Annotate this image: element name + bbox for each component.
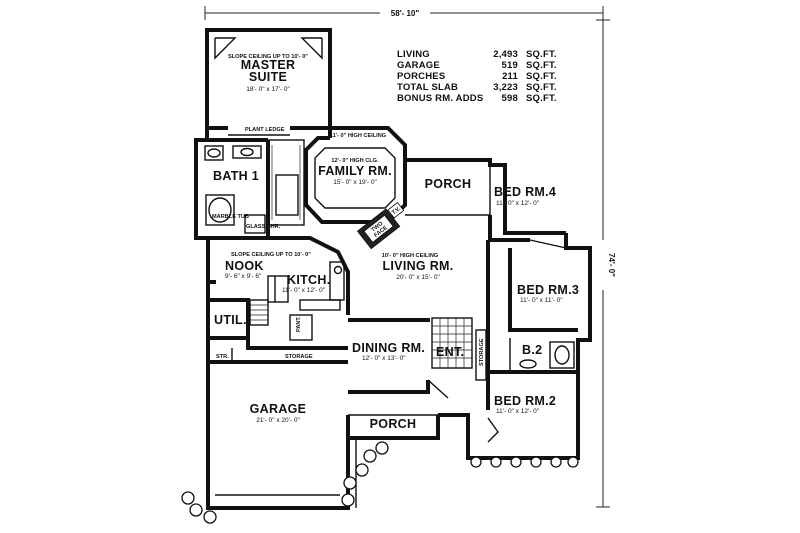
storage-strip: STR. STORAGE bbox=[208, 348, 348, 364]
master-label-1: MASTER bbox=[241, 58, 296, 72]
room-kitchen: KITCH. 11'- 0" x 12'- 0" bbox=[267, 236, 350, 315]
utility-area: UTIL. PANT. bbox=[206, 298, 348, 350]
depth-label: 74'- 0" bbox=[607, 253, 616, 277]
room-nook: SLOPE CEILING UP TO 10'- 0" NOOK 9'- 6" … bbox=[208, 252, 311, 284]
dimension-width: 58'- 10" bbox=[204, 6, 604, 20]
stat-value: 598 bbox=[502, 93, 518, 104]
room-bath-2: B.2 bbox=[486, 240, 578, 410]
porch-front-label: PORCH bbox=[370, 417, 417, 431]
stat-value: 519 bbox=[502, 60, 518, 71]
bath2-label: B.2 bbox=[522, 343, 542, 357]
pantry-label: PANT. bbox=[296, 316, 302, 332]
room-living: 10'- 0" HIGH CEILING LIVING RM. 20'- 0" … bbox=[348, 253, 453, 322]
dining-label: DINING RM. bbox=[352, 341, 425, 355]
bed2-label: BED RM.2 bbox=[494, 394, 556, 408]
dining-size: 12'- 0" x 13'- 0" bbox=[362, 355, 406, 362]
kitchen-label: KITCH. bbox=[287, 273, 330, 287]
plant-ledge-area: PLANT LEDGE bbox=[207, 126, 330, 226]
storage-label: STORAGE bbox=[285, 354, 313, 360]
garage-size: 21'- 0" x 20'- 0" bbox=[256, 417, 300, 424]
family-label: FAMILY RM. bbox=[318, 164, 392, 178]
bed3-label: BED RM.3 bbox=[517, 283, 579, 297]
family-ceiling-note: 11'- 0" HIGH CEILING bbox=[330, 133, 386, 139]
stat-unit: SQ.FT. bbox=[526, 71, 557, 82]
marble-tub-label: MARBLE TUB bbox=[212, 214, 249, 220]
bed3-size: 11'- 0" x 11'- 0" bbox=[520, 297, 563, 304]
shrubs bbox=[181, 441, 579, 524]
entry-tile: ENT. STORAGE bbox=[431, 317, 487, 381]
stat-unit: SQ.FT. bbox=[526, 93, 557, 104]
bath1-label: BATH 1 bbox=[213, 169, 259, 183]
bed2-size: 11'- 0" x 12'- 0" bbox=[496, 408, 540, 415]
nook-size: 9'- 6" x 9'- 6" bbox=[225, 273, 262, 280]
stat-unit: SQ.FT. bbox=[526, 82, 557, 93]
room-garage: GARAGE 21'- 0" x 20'- 0" bbox=[215, 402, 340, 496]
family-size: 15'- 0" x 19'- 0" bbox=[333, 179, 377, 186]
glass-shower-label: GLASS SHR. bbox=[246, 224, 281, 230]
util-label: UTIL. bbox=[214, 313, 247, 327]
fireplace: TWO FACE T.V. bbox=[356, 202, 405, 250]
living-ceiling-note: 10'- 0" HIGH CEILING bbox=[382, 253, 439, 259]
stat-value: 3,223 bbox=[493, 82, 518, 93]
stat-unit: SQ.FT. bbox=[526, 60, 557, 71]
room-porch-rear: PORCH bbox=[405, 160, 491, 216]
bed4-label: BED RM.4 bbox=[494, 185, 556, 199]
stat-value: 2,493 bbox=[493, 49, 518, 60]
master-label-2: SUITE bbox=[249, 70, 287, 84]
stat-label: BONUS RM. ADDS bbox=[397, 93, 483, 104]
room-bed-3: BED RM.3 11'- 0" x 11'- 0" bbox=[508, 239, 579, 332]
nook-label: NOOK bbox=[225, 259, 264, 273]
family-clg-note: 12'- 0" HIGH CLG. bbox=[331, 158, 379, 164]
room-bath-1: BATH 1 MARBLE TUB GLASS SHR. bbox=[196, 138, 281, 240]
room-master-suite: SLOPE CEILING UP TO 10'- 0" MASTER SUITE… bbox=[228, 54, 308, 93]
stat-label: PORCHES bbox=[397, 71, 445, 82]
room-family: 11'- 0" HIGH CEILING 12'- 0" HIGH CLG. F… bbox=[314, 133, 396, 209]
dimension-depth: 74'- 0" bbox=[596, 19, 616, 508]
master-ceiling-note: SLOPE CEILING UP TO 10'- 0" bbox=[228, 54, 308, 60]
room-dining: DINING RM. 12'- 0" x 13'- 0" bbox=[348, 341, 449, 399]
living-size: 20'- 0" x 15'- 0" bbox=[396, 274, 440, 281]
master-size: 18'- 0" x 17'- 0" bbox=[246, 86, 290, 93]
bed4-size: 11'- 0" x 12'- 0" bbox=[496, 200, 540, 207]
width-label: 58'- 10" bbox=[391, 9, 420, 18]
stats-table: LIVING 2,493 SQ.FT. GARAGE 519 SQ.FT. PO… bbox=[397, 49, 557, 104]
room-bed-2: BED RM.2 11'- 0" x 12'- 0" bbox=[487, 394, 556, 443]
tv-label: T.V. bbox=[391, 206, 402, 217]
stat-label: TOTAL SLAB bbox=[397, 82, 458, 93]
room-porch-front: PORCH bbox=[348, 414, 438, 508]
porch-rear-label: PORCH bbox=[425, 177, 472, 191]
living-label: LIVING RM. bbox=[382, 259, 453, 273]
nook-ceiling-note: SLOPE CEILING UP TO 10'- 0" bbox=[231, 252, 311, 258]
stat-label: GARAGE bbox=[397, 60, 440, 71]
stat-value: 211 bbox=[502, 71, 518, 82]
room-bed-4: BED RM.4 11'- 0" x 12'- 0" bbox=[488, 185, 556, 242]
storage-vertical-label: STORAGE bbox=[479, 338, 485, 366]
str-label: STR. bbox=[216, 354, 229, 360]
entry-label: ENT. bbox=[436, 345, 464, 359]
garage-label: GARAGE bbox=[250, 402, 307, 416]
kitchen-size: 11'- 0" x 12'- 0" bbox=[282, 287, 326, 294]
plant-ledge-label: PLANT LEDGE bbox=[245, 127, 285, 133]
stat-unit: SQ.FT. bbox=[526, 49, 557, 60]
stat-label: LIVING bbox=[397, 49, 430, 60]
